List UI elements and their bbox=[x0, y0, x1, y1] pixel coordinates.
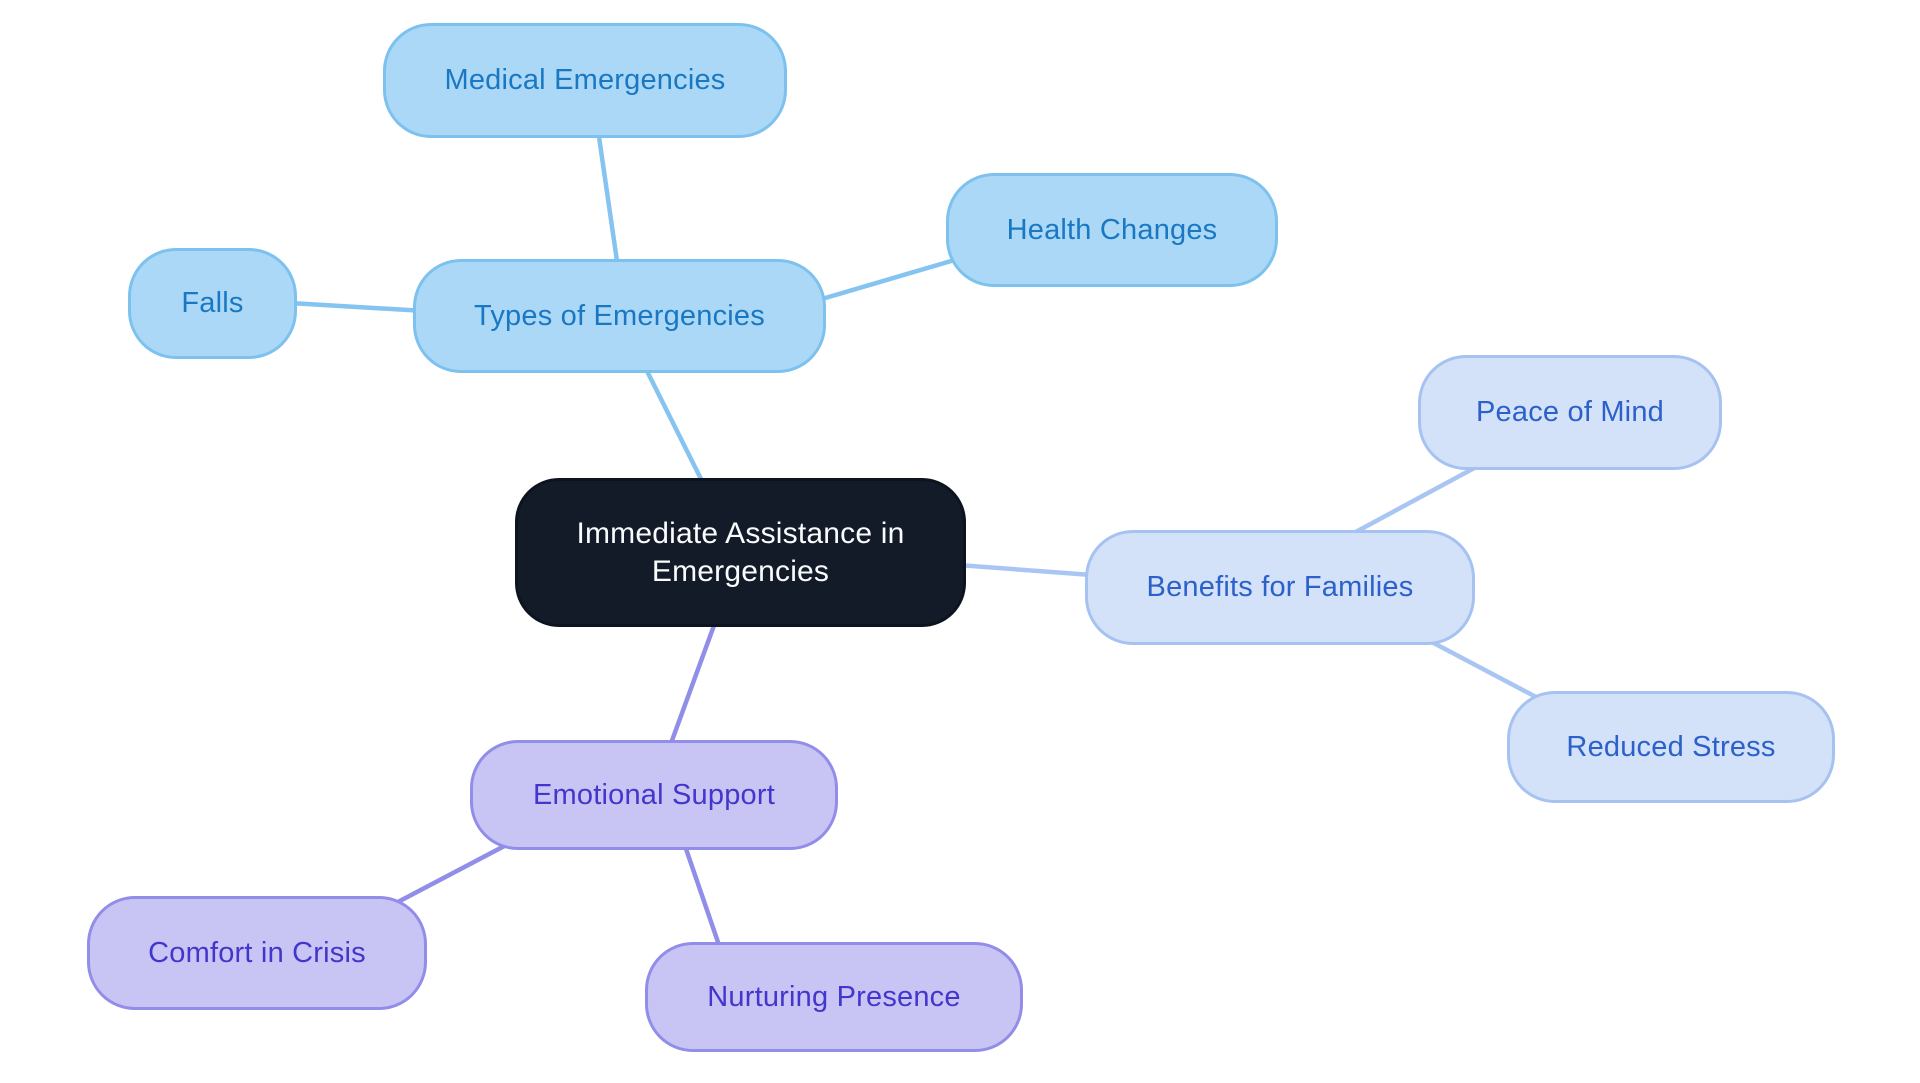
edge-types-to-health bbox=[814, 256, 959, 304]
node-label: Nurturing Presence bbox=[707, 980, 961, 1013]
edge-benefits-to-peace bbox=[1350, 464, 1480, 536]
node-nurturing-presence: Nurturing Presence bbox=[645, 942, 1023, 1052]
edge-medical-to-types bbox=[595, 129, 621, 269]
node-label: Health Changes bbox=[1006, 213, 1218, 246]
node-immediate-assistance-root: Immediate Assistance in Emergencies bbox=[515, 478, 966, 627]
node-label: Comfort in Crisis bbox=[148, 936, 366, 969]
node-comfort-in-crisis: Comfort in Crisis bbox=[87, 896, 427, 1010]
node-label: Emotional Support bbox=[533, 778, 775, 811]
node-label: Peace of Mind bbox=[1476, 396, 1664, 429]
node-label: Medical Emergencies bbox=[444, 64, 726, 97]
node-falls: Falls bbox=[128, 248, 297, 359]
edge-root-to-emotional bbox=[667, 619, 719, 747]
edge-root-to-benefits bbox=[957, 562, 1093, 578]
edge-emotional-to-comfort bbox=[394, 840, 514, 905]
edge-emotional-to-nurturing bbox=[681, 842, 723, 949]
node-benefits-for-families: Benefits for Families bbox=[1085, 530, 1475, 645]
node-label: Immediate Assistance in Emergencies bbox=[576, 517, 905, 588]
node-health-changes: Health Changes bbox=[946, 173, 1278, 287]
node-label: Benefits for Families bbox=[1146, 571, 1414, 604]
node-reduced-stress: Reduced Stress bbox=[1507, 691, 1835, 803]
edge-types-to-root bbox=[643, 367, 707, 487]
node-label: Reduced Stress bbox=[1566, 730, 1776, 763]
edge-falls-to-types bbox=[289, 300, 426, 314]
node-types-of-emergencies: Types of Emergencies bbox=[413, 259, 826, 373]
node-label: Falls bbox=[181, 287, 244, 320]
edge-benefits-to-reduced bbox=[1426, 638, 1540, 700]
node-medical-emergencies: Medical Emergencies bbox=[383, 23, 787, 138]
node-emotional-support: Emotional Support bbox=[470, 740, 838, 850]
node-peace-of-mind: Peace of Mind bbox=[1418, 355, 1722, 470]
node-label: Types of Emergencies bbox=[474, 299, 765, 332]
